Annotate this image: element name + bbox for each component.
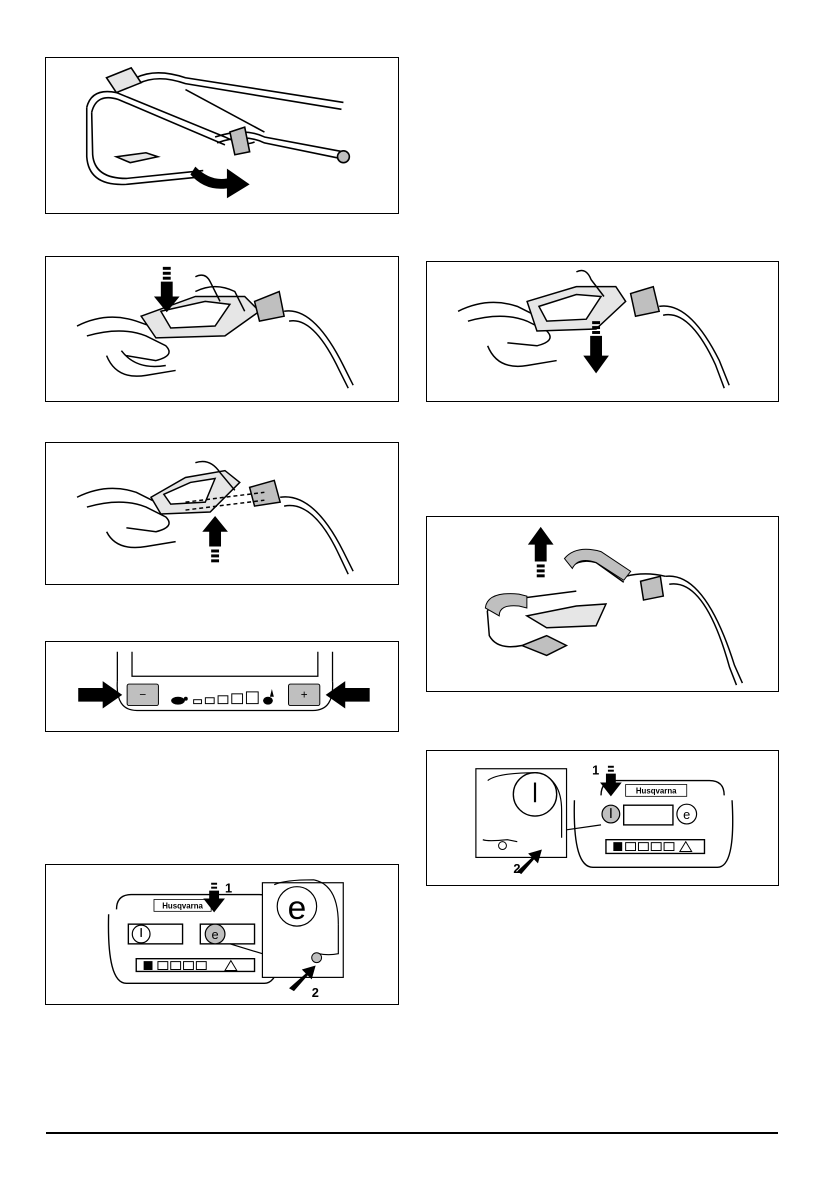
figure-speed-panel: − + <box>45 641 399 732</box>
figure-handle-lift <box>426 516 779 692</box>
indicator-led-icon <box>312 953 322 963</box>
grass-bag-press-illustration <box>46 257 398 401</box>
warning-icon <box>225 961 237 971</box>
figure-grass-bag-press <box>45 256 399 402</box>
indicator-lights <box>614 843 674 851</box>
up-arrow-icon <box>528 527 554 577</box>
power-panel-illustration: 2 Husqvarna e 1 <box>427 751 778 885</box>
turtle-icon <box>171 697 188 705</box>
callout-2: 2 <box>312 985 319 1000</box>
handle-grip-left <box>485 594 527 616</box>
grass-bag-lift-illustration <box>46 443 398 584</box>
rabbit-icon <box>263 689 274 705</box>
up-arrow-icon <box>202 516 228 562</box>
grass-bag-lower-illustration <box>427 262 778 401</box>
callout-2: 2 <box>513 861 520 876</box>
eco-panel-illustration: Husqvarna e 1 e 2 <box>46 865 398 1004</box>
plus-button-label: + <box>301 689 308 702</box>
callout-1: 1 <box>225 881 232 896</box>
handle-fold-illustration <box>46 58 398 213</box>
rotate-arrow-icon <box>190 167 249 199</box>
figure-power-panel: 2 Husqvarna e 1 <box>426 750 779 886</box>
figure-grass-bag-lift <box>45 442 399 585</box>
figure-eco-panel: Husqvarna e 1 e 2 <box>45 864 399 1005</box>
eco-button-symbol: e <box>683 807 690 822</box>
minus-button-label: − <box>139 689 146 702</box>
brand-name: Husqvarna <box>636 786 677 795</box>
handle-grip-top <box>564 549 630 580</box>
figure-grass-bag-lower <box>426 261 779 402</box>
warning-icon <box>680 842 692 852</box>
speed-panel-illustration: − + <box>46 642 398 731</box>
callout-1: 1 <box>592 763 599 778</box>
press-left-arrow-icon <box>78 681 122 708</box>
handle-lift-illustration <box>427 517 778 691</box>
brand-name: Husqvarna <box>162 901 203 910</box>
indicator-led-icon <box>499 842 507 850</box>
speed-level-indicators <box>194 692 259 704</box>
footer-rule <box>46 1132 778 1134</box>
indicator-lights <box>144 962 206 970</box>
eco-button-symbol: e <box>212 927 219 942</box>
eco-button-zoom-symbol: e <box>288 890 307 927</box>
figure-handle-fold <box>45 57 399 214</box>
